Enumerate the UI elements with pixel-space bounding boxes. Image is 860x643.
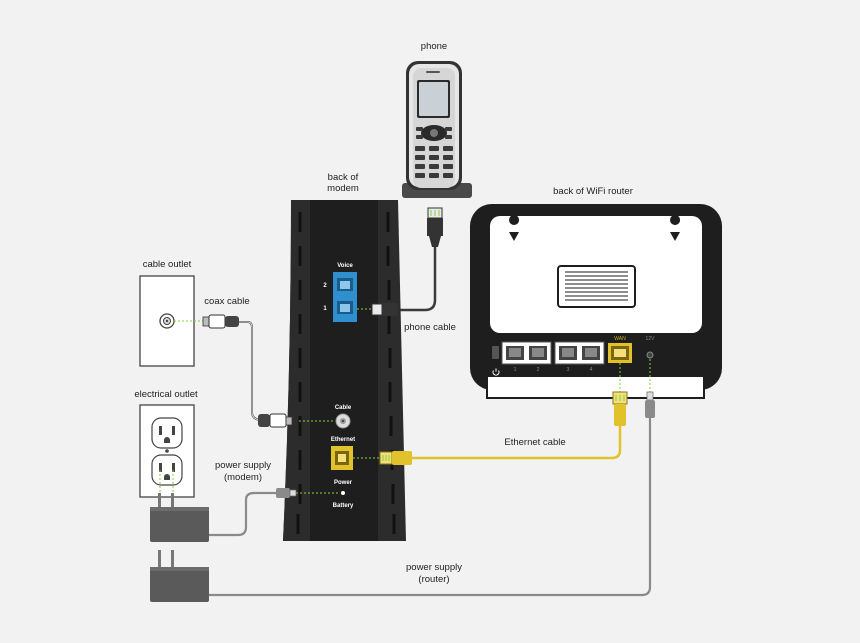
electrical-outlet-label: electrical outlet [134, 389, 198, 400]
back-of-router-label: back of WiFi router [553, 186, 633, 197]
cable-port-label: Cable [335, 405, 352, 411]
router-port-2-label: 2 [537, 367, 540, 373]
modem-power-plug [276, 488, 297, 498]
router-lan-ports-3-4[interactable] [554, 341, 605, 365]
modem-body [283, 200, 406, 541]
voice-port-2-label: 2 [323, 283, 327, 289]
ethernet-plug-router [612, 391, 628, 426]
router-wan-port[interactable] [608, 343, 632, 363]
power-port-label: Power [334, 480, 353, 486]
electrical-outlet [139, 404, 195, 498]
power-supply-modem-label-1: power supply [215, 460, 271, 471]
back-of-modem-label-1: back of [328, 172, 359, 183]
battery-label: Battery [333, 503, 354, 509]
modem-power-cable [209, 491, 276, 537]
phone-plug-top [427, 207, 443, 247]
power-supply-router-label-1: power supply [406, 562, 462, 573]
cable-outlet-label: cable outlet [143, 259, 192, 270]
coax-cable [238, 321, 263, 421]
modem-power-port[interactable] [341, 491, 345, 495]
cable-outlet [139, 275, 195, 367]
router-lan-ports-1-2[interactable] [501, 341, 552, 365]
router-port-3-label: 3 [567, 367, 570, 373]
coax-connector-outlet [202, 314, 239, 329]
ethernet-port-label: Ethernet [331, 437, 355, 443]
coax-cable-label: coax cable [204, 296, 249, 307]
router-power-port[interactable] [646, 351, 654, 359]
phone-cable [398, 245, 437, 312]
modem-power-supply [150, 493, 209, 542]
phone-plug-modem [371, 303, 398, 316]
ethernet-cable [412, 425, 622, 460]
ethernet-cable-label: Ethernet cable [504, 437, 565, 448]
modem-cable-port[interactable] [335, 413, 351, 429]
phone-cable-label: phone cable [404, 322, 456, 333]
phone-handset [402, 61, 472, 198]
router-port-1-label: 1 [514, 367, 517, 373]
router-power-plug [645, 391, 655, 418]
coax-connector-modem [258, 413, 293, 428]
back-of-modem-label-2: modem [327, 183, 359, 194]
voice-port-1-label: 1 [323, 306, 327, 312]
power-supply-modem-label-2: (modem) [224, 472, 262, 483]
ethernet-plug-modem [379, 451, 412, 465]
modem-ethernet-port[interactable] [331, 446, 353, 470]
router-switch[interactable] [492, 346, 499, 359]
power-supply-router-label-2: (router) [418, 574, 449, 585]
router-power-supply [150, 550, 209, 602]
router-body [470, 204, 722, 399]
phone-label: phone [421, 41, 447, 52]
router-power-button-icon[interactable] [491, 367, 501, 377]
modem-voice-ports[interactable] [333, 272, 357, 322]
router-power-cable [209, 418, 652, 597]
voice-port-label: Voice [337, 263, 353, 269]
router-power-label: 12V [646, 336, 656, 342]
router-wan-label: WAN [614, 336, 626, 342]
router-port-4-label: 4 [590, 367, 593, 373]
